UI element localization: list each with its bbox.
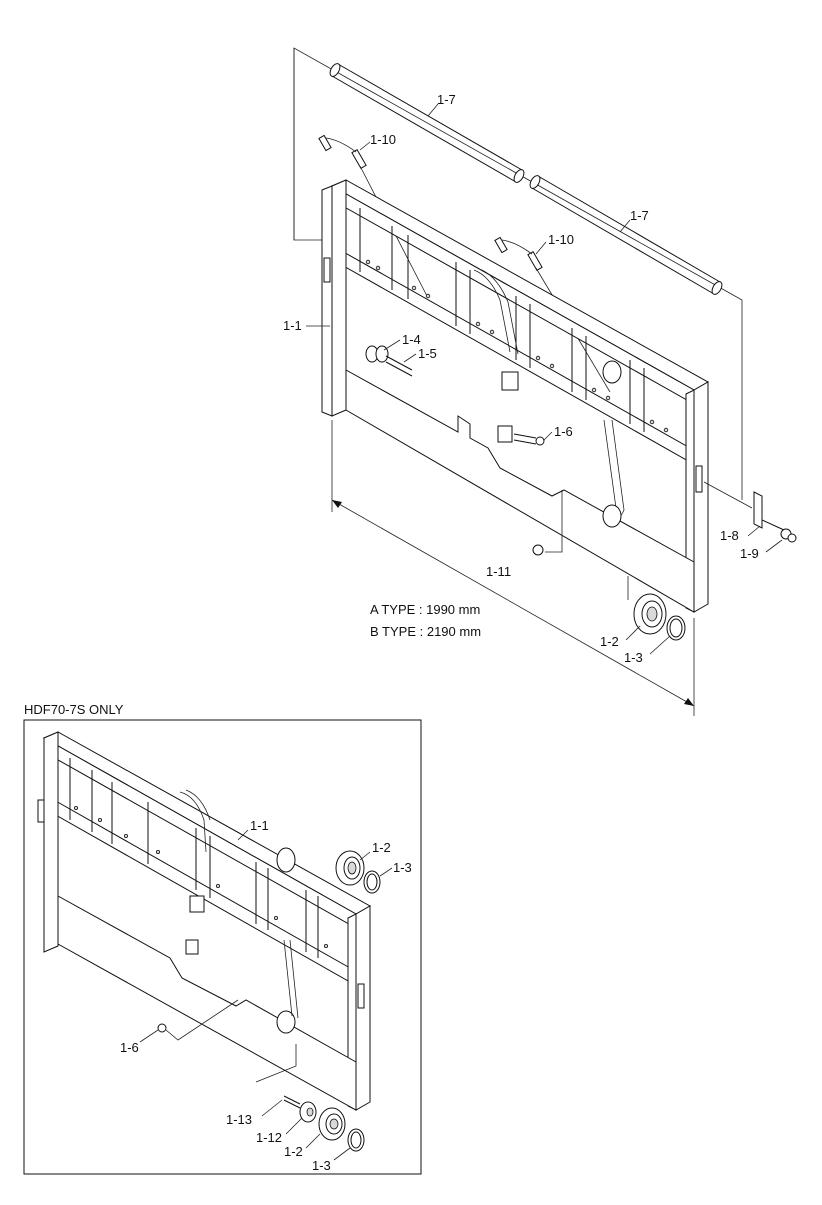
inset-bolt-1-6 bbox=[157, 999, 239, 1041]
label-1-4: 1-4 bbox=[402, 332, 421, 347]
snap-ring-1-3 bbox=[666, 615, 686, 641]
label-1-1: 1-1 bbox=[283, 318, 302, 333]
inset-frame-1-1 bbox=[37, 731, 372, 1111]
label-1-5: 1-5 bbox=[418, 346, 437, 361]
inset-snap-ring-1-3-a bbox=[363, 870, 381, 894]
inset-pin-1-13 bbox=[255, 1044, 301, 1109]
frame-holes bbox=[365, 259, 669, 433]
bolt-1-6 bbox=[513, 433, 545, 446]
inset-label-1-2-b: 1-2 bbox=[284, 1144, 303, 1159]
inset-border bbox=[23, 719, 422, 1175]
inset-title: HDF70-7S ONLY bbox=[24, 702, 124, 717]
inset-label-1-3-b: 1-3 bbox=[312, 1158, 331, 1173]
label-1-9: 1-9 bbox=[740, 546, 759, 561]
label-1-2: 1-2 bbox=[600, 634, 619, 649]
inset-snap-ring-1-3-b bbox=[347, 1128, 365, 1152]
inset-label-1-1: 1-1 bbox=[250, 818, 269, 833]
bearing-1-2 bbox=[627, 576, 667, 635]
inset-label-1-13: 1-13 bbox=[226, 1112, 252, 1127]
fitting-1-11 bbox=[532, 490, 563, 556]
carriage-frame-1-1 bbox=[321, 179, 710, 613]
shaft-1-7-right bbox=[529, 175, 723, 295]
inset-hdf70-7s: HDF70-7S ONLY bbox=[23, 702, 422, 1175]
label-1-10-a: 1-10 bbox=[370, 132, 396, 147]
inset-label-1-6: 1-6 bbox=[120, 1040, 139, 1055]
bolt-1-4 bbox=[365, 345, 413, 377]
inset-label-1-3-a: 1-3 bbox=[393, 860, 412, 875]
bolt-1-9 bbox=[761, 519, 797, 543]
inset-bearing-1-2-b bbox=[318, 1107, 346, 1141]
plate-1-8 bbox=[703, 481, 763, 529]
label-1-6: 1-6 bbox=[554, 424, 573, 439]
inset-label-1-2-a: 1-2 bbox=[372, 840, 391, 855]
b-type-dimension: B TYPE : 2190 mm bbox=[370, 624, 481, 639]
inset-bearing-1-2-a bbox=[335, 850, 365, 886]
label-1-3: 1-3 bbox=[624, 650, 643, 665]
label-1-8: 1-8 bbox=[720, 528, 739, 543]
width-dimension bbox=[331, 420, 695, 716]
inset-collar-1-12 bbox=[299, 1101, 317, 1123]
inset-label-1-12: 1-12 bbox=[256, 1130, 282, 1145]
label-1-11: 1-11 bbox=[486, 564, 511, 579]
a-type-dimension: A TYPE : 1990 mm bbox=[370, 602, 480, 617]
label-1-7-a: 1-7 bbox=[437, 92, 456, 107]
label-1-7-b: 1-7 bbox=[630, 208, 649, 223]
label-1-10-b: 1-10 bbox=[548, 232, 574, 247]
main-assembly: 1-7 1-7 1-10 1-10 1-1 1-4 1-5 1-6 1-8 1-… bbox=[283, 47, 797, 716]
shaft-1-7-left bbox=[329, 63, 525, 183]
